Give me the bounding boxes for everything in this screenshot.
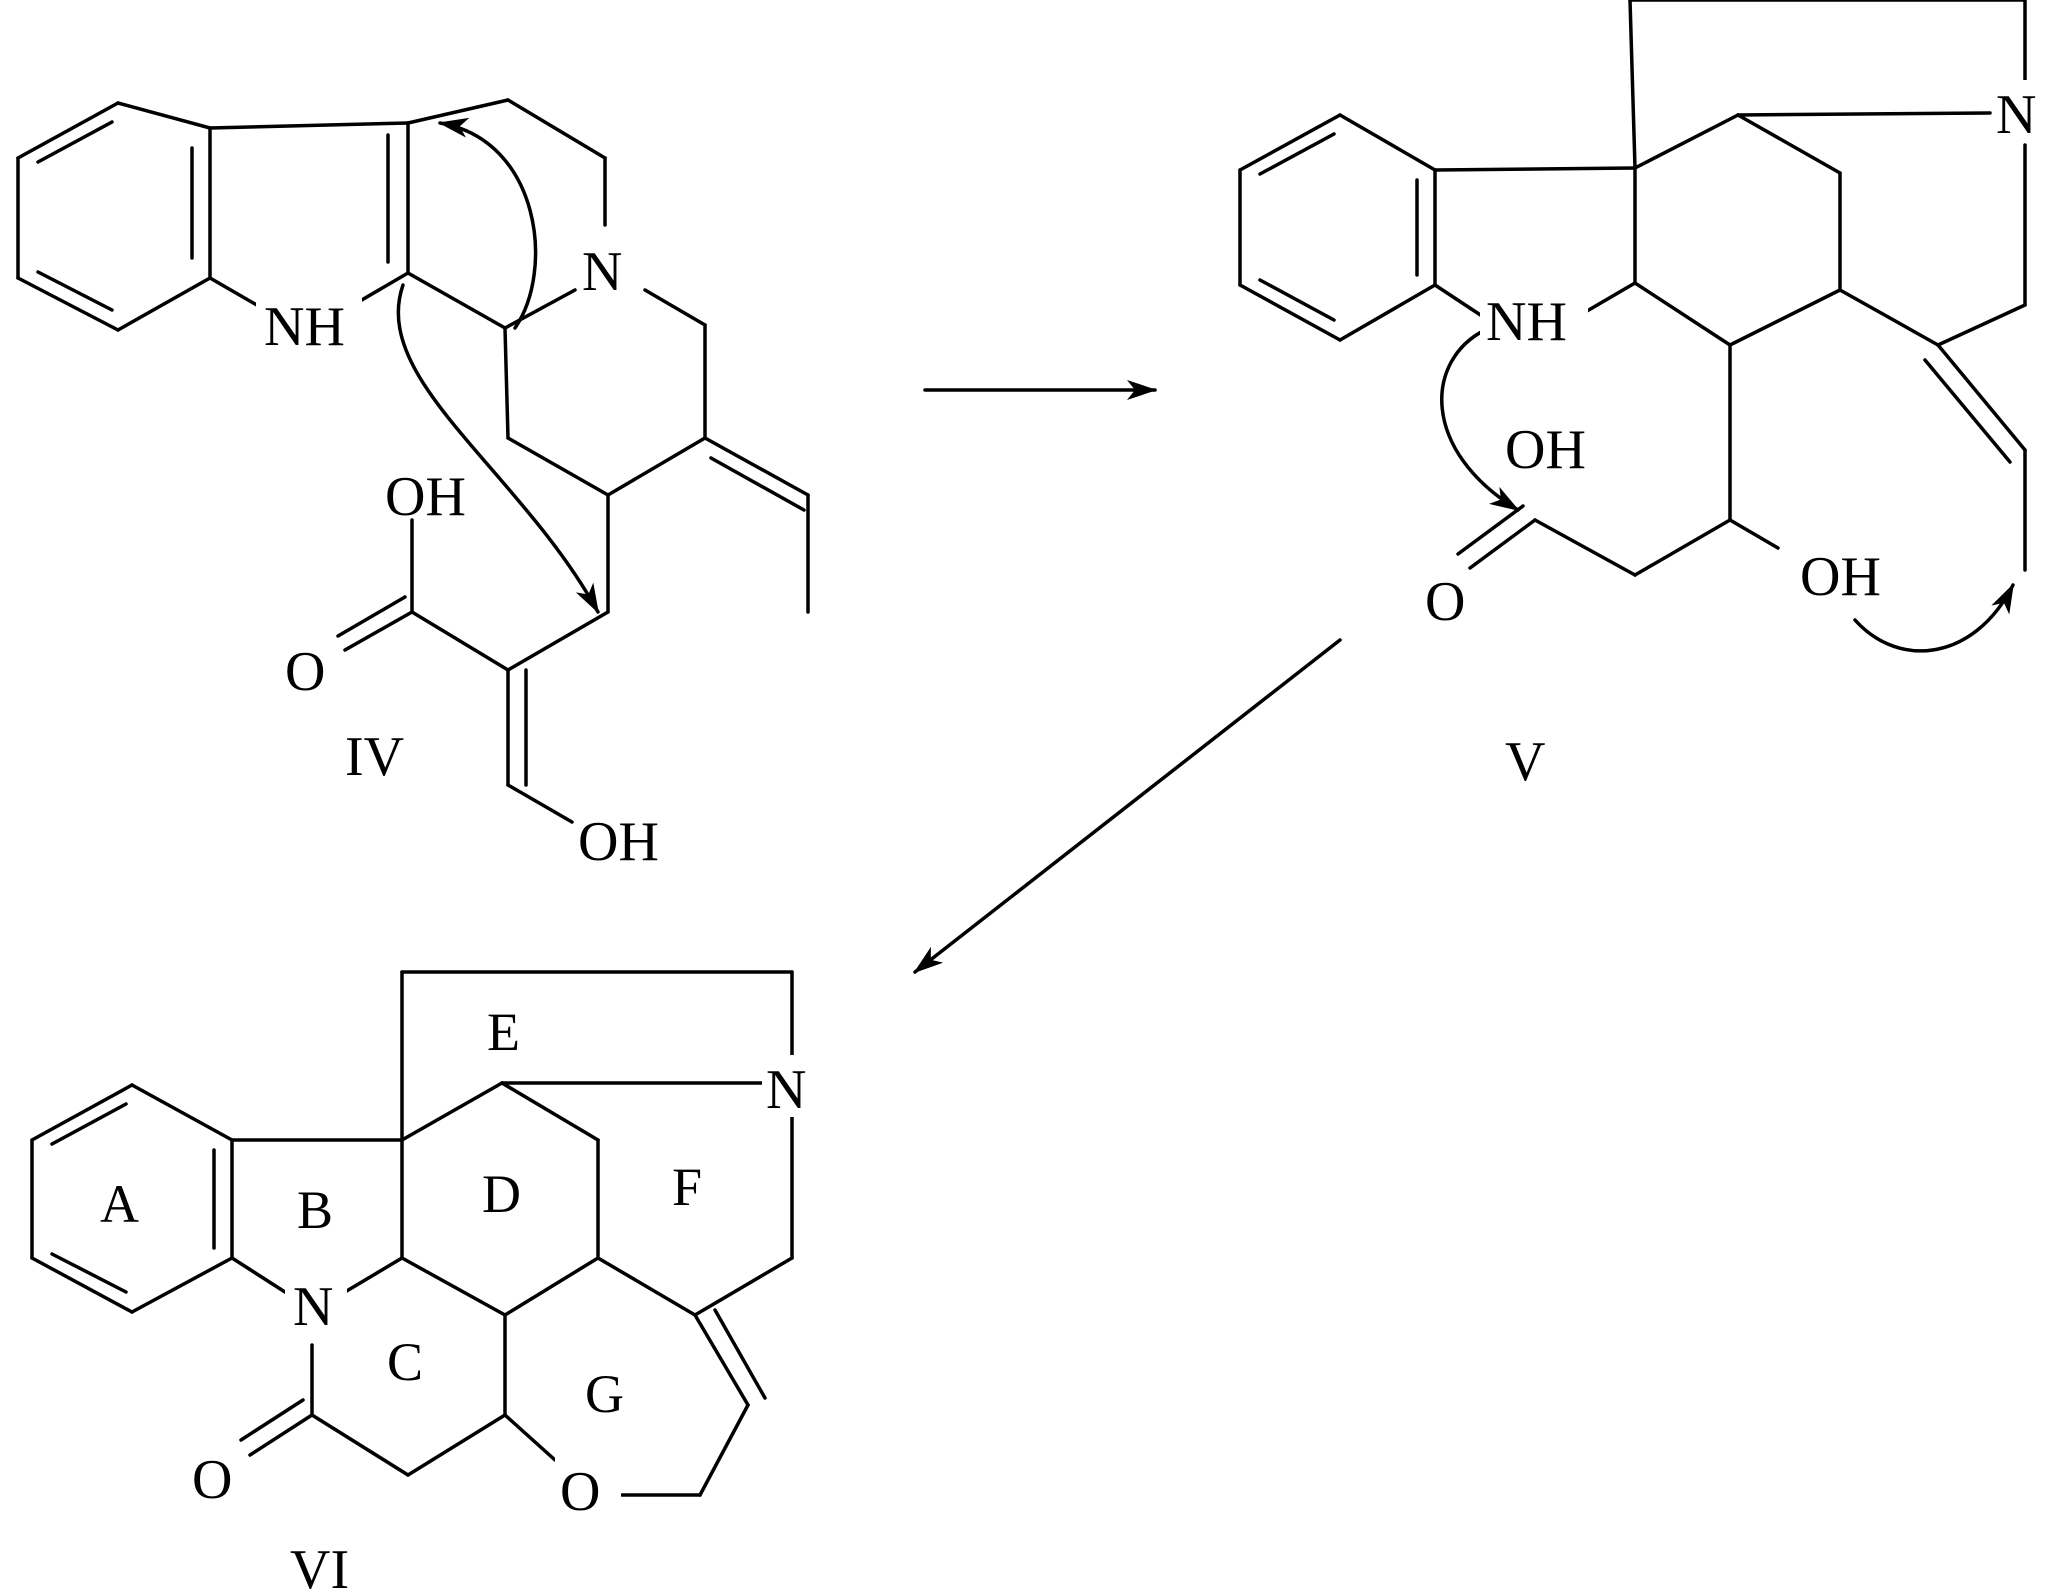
vi-compound-label: VI: [290, 1539, 349, 1595]
v-cage-skeleton: [1433, 0, 2027, 577]
ring-label-f: F: [672, 1157, 702, 1217]
vi-n-label: N: [766, 1059, 806, 1121]
v-alcohol-oh-label: OH: [1800, 546, 1881, 608]
v-compound-label: V: [1505, 731, 1545, 793]
v-nh-label: NH: [1486, 291, 1567, 353]
v-oh-acid-label: OH: [1505, 419, 1586, 481]
iv-compound-label: IV: [345, 726, 404, 788]
iv-indole-and-quinolizidine: [208, 98, 810, 824]
iv-nh-label: NH: [264, 296, 345, 358]
vi-carbonyl-o-label: O: [192, 1449, 232, 1511]
v-n-label: N: [1996, 84, 2036, 146]
compound-vi: N N O O VI A B C D E F G: [30, 970, 820, 1595]
iv-carbonyl-o-label: O: [285, 641, 325, 703]
iv-oh-acid-label: OH: [385, 466, 466, 528]
vi-benzene-ring-a: [30, 1083, 234, 1314]
vi-ring-letters: A B C D E F G: [100, 1002, 702, 1424]
v-carbonyl-o-label: O: [1425, 571, 1465, 633]
iv-enol-oh-label: OH: [578, 811, 659, 873]
iv-benzene-ring: [16, 101, 212, 332]
iv-curved-arrows: [396, 117, 600, 614]
ring-label-d: D: [482, 1164, 521, 1224]
ring-label-b: B: [297, 1180, 333, 1240]
compound-v: NH N OH O OH V: [1238, 0, 2046, 793]
iv-n-label: N: [582, 241, 622, 303]
compound-iv: NH N OH O OH IV: [16, 98, 810, 873]
v-curved-arrows: [1440, 328, 2015, 653]
vi-amide-n-label: N: [293, 1276, 333, 1338]
vi-heptacyclic-skeleton: [230, 970, 794, 1497]
ring-label-e: E: [487, 1002, 520, 1062]
vi-ether-o-label: O: [560, 1461, 600, 1523]
ring-label-g: G: [585, 1364, 624, 1424]
ring-label-a: A: [100, 1174, 139, 1234]
v-benzene-ring: [1238, 113, 1437, 342]
reaction-arrow-v-to-vi: [913, 638, 1342, 974]
ring-label-c: C: [387, 1332, 423, 1392]
